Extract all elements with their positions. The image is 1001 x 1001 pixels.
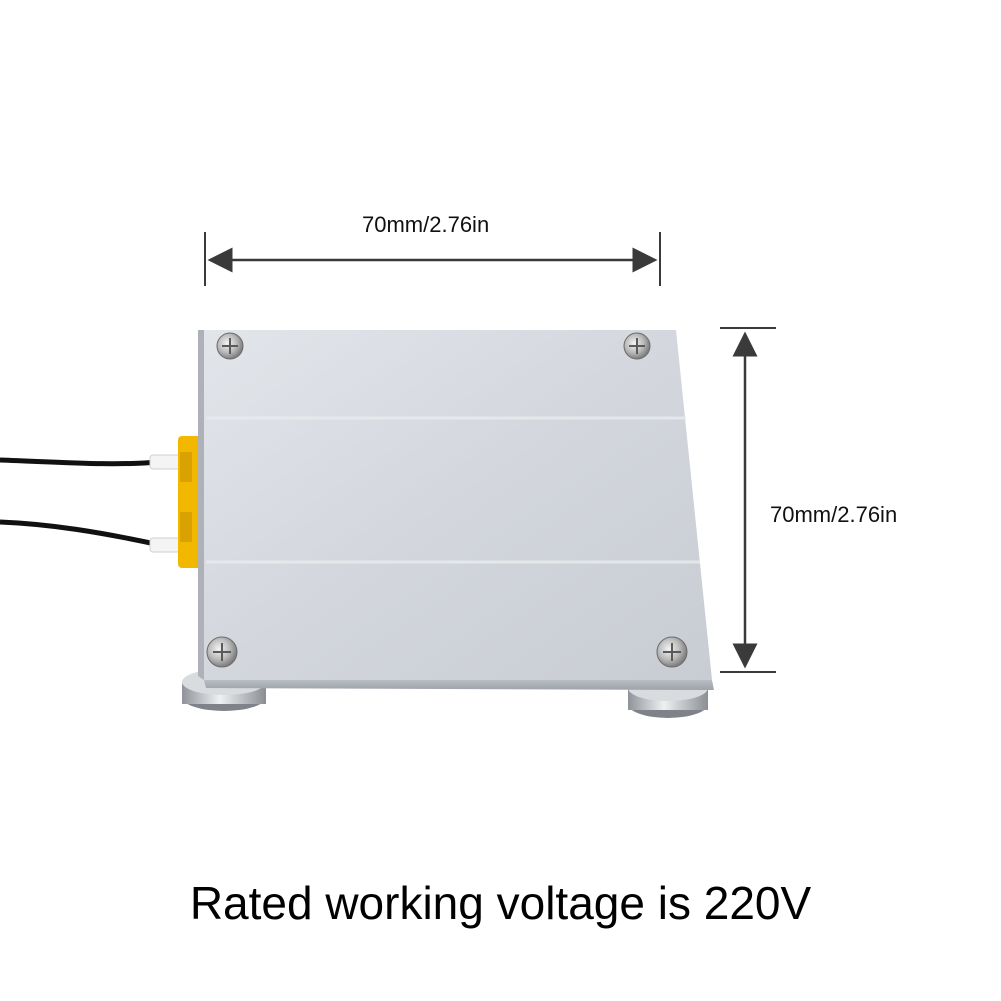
plate-edge <box>198 330 204 680</box>
voltage-caption: Rated working voltage is 220V <box>189 877 812 929</box>
screw-bottom-left <box>206 636 238 668</box>
aluminium-plate <box>204 330 712 680</box>
yellow-connector <box>178 436 204 568</box>
power-wires <box>0 454 181 553</box>
width-label: 70mm/2.76in <box>362 212 490 237</box>
screw-top-left <box>216 332 244 360</box>
screw-bottom-right <box>656 636 688 668</box>
height-dimension <box>720 327 776 673</box>
screw-top-right <box>623 332 651 360</box>
width-dimension <box>204 232 661 286</box>
height-label: 70mm/2.76in <box>770 502 898 527</box>
